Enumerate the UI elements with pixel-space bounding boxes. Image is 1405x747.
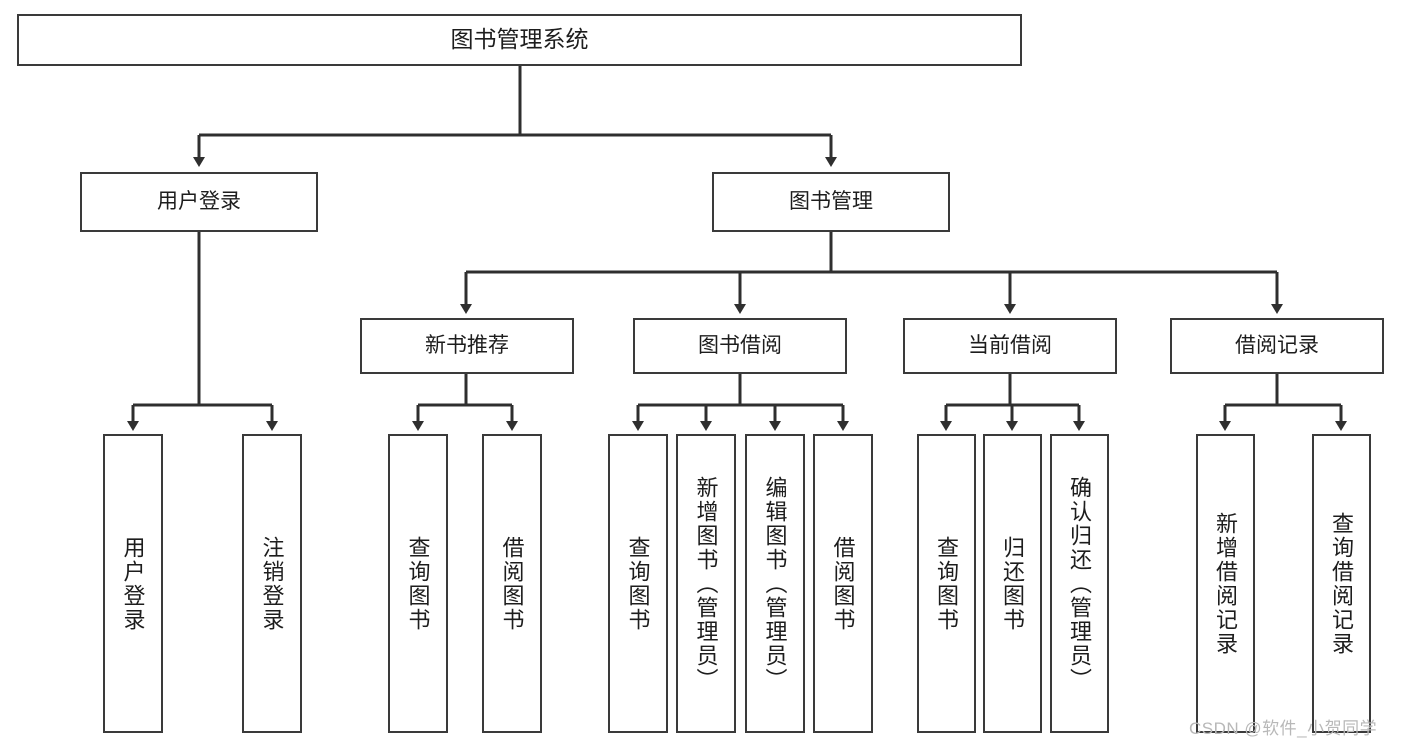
node-label: 用户登录 [120,535,146,632]
node-book-borrow[interactable]: 图书借阅 [633,318,847,374]
node-label: 查询借阅记录 [1329,511,1355,656]
node-leaf-borrow-book-recommend[interactable]: 借阅图书 [482,434,542,733]
node-label: 借阅图书 [499,535,525,632]
node-leaf-user-login[interactable]: 用户登录 [103,434,163,733]
node-user-login[interactable]: 用户登录 [80,172,318,232]
node-leaf-query-book-current[interactable]: 查询图书 [917,434,976,733]
node-leaf-add-book-admin[interactable]: 新增图书（管理员） [676,434,736,733]
node-label: 借阅图书 [830,535,856,632]
node-leaf-borrow-book[interactable]: 借阅图书 [813,434,873,733]
node-book-management[interactable]: 图书管理 [712,172,950,232]
node-leaf-logout[interactable]: 注销登录 [242,434,302,733]
node-label: 注销登录 [259,535,285,632]
node-leaf-return-book[interactable]: 归还图书 [983,434,1042,733]
node-label: 查询图书 [934,535,960,632]
node-label: 图书管理 [789,189,873,213]
node-new-book-recommend[interactable]: 新书推荐 [360,318,574,374]
node-leaf-query-book-borrow[interactable]: 查询图书 [608,434,668,733]
node-borrow-record[interactable]: 借阅记录 [1170,318,1384,374]
node-current-borrow[interactable]: 当前借阅 [903,318,1117,374]
node-label: 当前借阅 [968,333,1052,357]
node-label: 图书管理系统 [450,26,589,53]
node-label: 查询图书 [625,535,651,632]
node-label: 用户登录 [157,189,241,213]
watermark-text: CSDN @软件_小贺同学 [1189,719,1378,738]
node-label: 新增图书（管理员） [693,475,719,692]
node-label: 新书推荐 [425,333,509,357]
node-label: 查询图书 [405,535,431,632]
node-leaf-confirm-return-admin[interactable]: 确认归还（管理员） [1050,434,1109,733]
node-label: 新增借阅记录 [1213,511,1239,656]
node-label: 借阅记录 [1235,333,1319,357]
node-label: 编辑图书（管理员） [762,475,788,692]
node-label: 图书借阅 [698,333,782,357]
node-root-system[interactable]: 图书管理系统 [17,14,1022,66]
node-label: 确认归还（管理员） [1067,475,1093,692]
node-leaf-add-borrow-record[interactable]: 新增借阅记录 [1196,434,1255,733]
node-label: 归还图书 [1000,535,1026,632]
node-leaf-query-borrow-record[interactable]: 查询借阅记录 [1312,434,1371,733]
node-leaf-query-book-recommend[interactable]: 查询图书 [388,434,448,733]
node-leaf-edit-book-admin[interactable]: 编辑图书（管理员） [745,434,805,733]
